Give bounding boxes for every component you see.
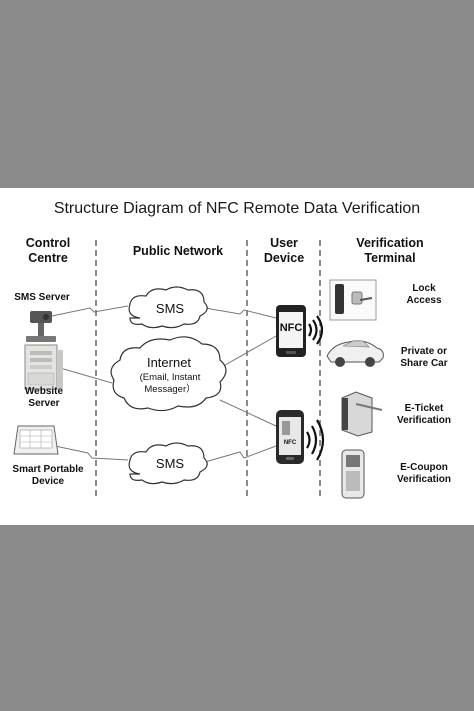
label-ecoupon-verification: E-Coupon Verification xyxy=(397,462,451,485)
cloud-sms-bottom xyxy=(128,442,208,485)
sms-server-icon xyxy=(26,311,56,342)
website-server-icon xyxy=(24,344,63,390)
cloud-sms-bottom-label: SMS xyxy=(155,456,185,471)
pos-terminal-icon xyxy=(341,449,365,499)
label-eticket-verification: E-Ticket Verification xyxy=(397,403,451,426)
label-smart-portable-device: Smart Portable Device xyxy=(12,464,84,487)
top-gray-band xyxy=(0,0,474,188)
car-icon xyxy=(326,340,384,367)
nfc-waves-icon-1 xyxy=(308,315,324,345)
label-website-server: Website Server xyxy=(24,386,64,409)
column-header-user-device: User Device xyxy=(263,236,305,265)
cloud-sms-top xyxy=(128,286,208,329)
door-lock-icon xyxy=(329,279,377,321)
cloud-internet-title: Internet xyxy=(146,355,192,370)
link-sms-to-phone1 xyxy=(204,307,277,319)
diagram-graphics xyxy=(13,240,384,500)
cloud-sms-top-label: SMS xyxy=(155,301,185,316)
link-internet-to-phone1 xyxy=(219,335,277,369)
diagram-card: Structure Diagram of NFC Remote Data Ver… xyxy=(0,188,474,525)
column-header-verification-terminal: Verification Terminal xyxy=(356,236,424,265)
cloud-internet xyxy=(110,336,227,412)
link-device-to-sms xyxy=(54,445,129,461)
bottom-gray-band xyxy=(0,525,474,711)
column-header-public-network: Public Network xyxy=(132,244,224,258)
label-private-share-car: Private or Share Car xyxy=(400,346,448,369)
nfc-phone-icon xyxy=(276,305,306,357)
label-sms-server: SMS Server xyxy=(14,292,70,303)
phone-nfc-label: NFC xyxy=(279,322,303,334)
link-internet-to-phone2 xyxy=(219,399,277,427)
link-sms-to-phone2 xyxy=(204,445,277,463)
phone-nfc-small-label: NFC xyxy=(283,440,297,446)
label-lock-access: Lock Access xyxy=(406,283,442,306)
link-sms-server-to-sms xyxy=(51,305,129,317)
cloud-internet-subtitle: (Email, Instant Messager） xyxy=(139,372,201,395)
diagram-title: Structure Diagram of NFC Remote Data Ver… xyxy=(53,200,421,217)
nfc-waves-icon-2 xyxy=(306,419,325,461)
smartphone-icon xyxy=(276,410,304,464)
smart-portable-device-icon xyxy=(13,425,59,455)
ticket-gate-icon xyxy=(341,391,383,437)
link-website-to-internet xyxy=(59,367,113,384)
column-header-control-centre: Control Centre xyxy=(25,236,71,265)
